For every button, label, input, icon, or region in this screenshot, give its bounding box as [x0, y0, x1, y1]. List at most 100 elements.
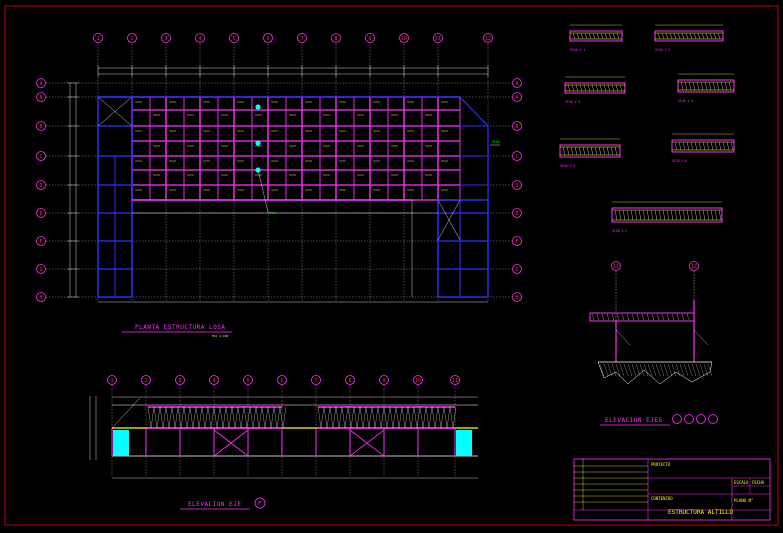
elevation-truss-web	[359, 406, 364, 429]
section-leader	[693, 329, 709, 346]
detail-beam-outline	[559, 144, 621, 158]
detail-web	[678, 209, 682, 221]
plan-col-bubble-label: 10	[401, 36, 407, 42]
elevation-truss-web	[419, 406, 424, 429]
detail-label: VIGA V-7	[612, 229, 627, 233]
elevation-truss-web	[234, 406, 239, 429]
detail-web	[698, 209, 702, 221]
detail-web	[562, 146, 566, 156]
detail-web	[614, 146, 618, 156]
plan-row-bubble-right-label: F	[515, 239, 518, 245]
elevation-col-bubble-label: 8	[348, 378, 351, 384]
detail-label: VIGA V-3	[565, 100, 580, 104]
detail-web	[579, 84, 583, 92]
detail-web	[680, 81, 684, 91]
detail-label: VIGA V-2	[655, 48, 670, 52]
plan-row-bubble-left-label: A	[39, 95, 42, 101]
section-title-bubble	[708, 414, 718, 424]
elevation-axis-bubble	[254, 497, 266, 509]
elevation-truss-web	[395, 406, 400, 429]
elevation-truss-web	[434, 406, 439, 429]
elevation-truss-web	[267, 406, 272, 429]
section-soil-hatch	[695, 363, 701, 377]
plan-col-bubble-label: 5	[232, 36, 235, 42]
section-beam-web	[681, 313, 685, 321]
detail-web	[567, 84, 571, 92]
elevation-col-bubble-circle	[141, 375, 151, 385]
section-beam-web	[646, 313, 650, 321]
detail-web	[634, 209, 638, 221]
plan-scale: ESC 1:100	[212, 334, 228, 338]
elevation-truss-web	[270, 406, 275, 429]
section-beam-web	[591, 313, 595, 321]
detail-web	[662, 209, 666, 221]
elevation-col-bubble-circle	[209, 375, 219, 385]
section-soil-hatch	[623, 363, 629, 377]
detail-web	[710, 209, 714, 221]
plan-col-bubble-label: 6	[266, 36, 269, 42]
elevation-brace	[349, 429, 385, 457]
detail-web	[712, 81, 716, 91]
section-beam-web	[601, 313, 605, 321]
elevation-col-bubble-label: 10	[415, 378, 421, 384]
plan-row-bubble-left-circle	[36, 78, 46, 88]
detail-web	[572, 32, 576, 40]
detail-web	[630, 209, 634, 221]
detail-web	[694, 141, 698, 151]
detail-web	[694, 209, 698, 221]
detail-web	[580, 32, 584, 40]
titleblock-project: PROYECTO	[651, 462, 671, 467]
elevation-truss-web	[401, 406, 406, 429]
plan-row-bubble-left-circle	[36, 92, 46, 102]
elevation-truss-web	[404, 406, 409, 429]
detail-web	[702, 141, 706, 151]
detail-web	[574, 146, 578, 156]
elevation-truss-web	[320, 406, 325, 429]
elevation-truss-web	[389, 406, 394, 429]
section-soil-hatch	[611, 363, 617, 377]
section-soil-hatch	[615, 363, 621, 377]
section-title-bubble	[696, 414, 706, 424]
plan-row-bubble-right-label: D	[515, 183, 518, 189]
section-soil-hatch	[707, 363, 713, 377]
section-soil-hatch	[599, 363, 605, 377]
plan-row-bubble-left-label: B	[39, 124, 42, 130]
detail-web	[638, 209, 642, 221]
elevation-col-bubble-circle	[450, 375, 460, 385]
plan-col-bubble-label: 12	[485, 36, 491, 42]
elevation-truss-web	[168, 406, 173, 429]
section-beam-web	[661, 313, 665, 321]
section-soil-hatch	[667, 363, 673, 377]
section-leader	[615, 329, 631, 346]
elevation-truss-web	[362, 406, 367, 429]
plan-col-bubble-circle	[365, 33, 375, 43]
plan-row-bubble-right-circle	[512, 121, 522, 131]
elevation-truss-web	[347, 406, 352, 429]
detail-web	[612, 32, 616, 40]
detail-web	[596, 32, 600, 40]
plan-brace	[97, 96, 133, 127]
detail-label: VIGA V-4	[678, 99, 693, 103]
elevation-truss-web	[326, 406, 331, 429]
elevation-truss-web	[365, 406, 370, 429]
detail-web	[570, 146, 574, 156]
elevation-truss-web	[174, 406, 179, 429]
plan-col-bubble-circle	[229, 33, 239, 43]
detail-web	[586, 146, 590, 156]
section-beam-web	[606, 313, 610, 321]
elevation-truss-web	[210, 406, 215, 429]
elevation-truss-web	[380, 406, 385, 429]
plan-callout-note: VIGA	[492, 140, 500, 144]
detail-web	[714, 141, 718, 151]
elevation-truss-web	[371, 406, 376, 429]
section-beam-web	[611, 313, 615, 321]
plan-row-bubble-left-label: D	[39, 183, 42, 189]
elevation-truss-web	[159, 406, 164, 429]
detail-web	[726, 141, 730, 151]
plan-row-bubble-right-circle	[512, 78, 522, 88]
elevation-truss-web	[258, 406, 263, 429]
elevation-truss-web	[341, 406, 346, 429]
elevation-truss-web	[261, 406, 266, 429]
detail-web	[682, 141, 686, 151]
plan-col-bubble-label: 1	[96, 36, 99, 42]
